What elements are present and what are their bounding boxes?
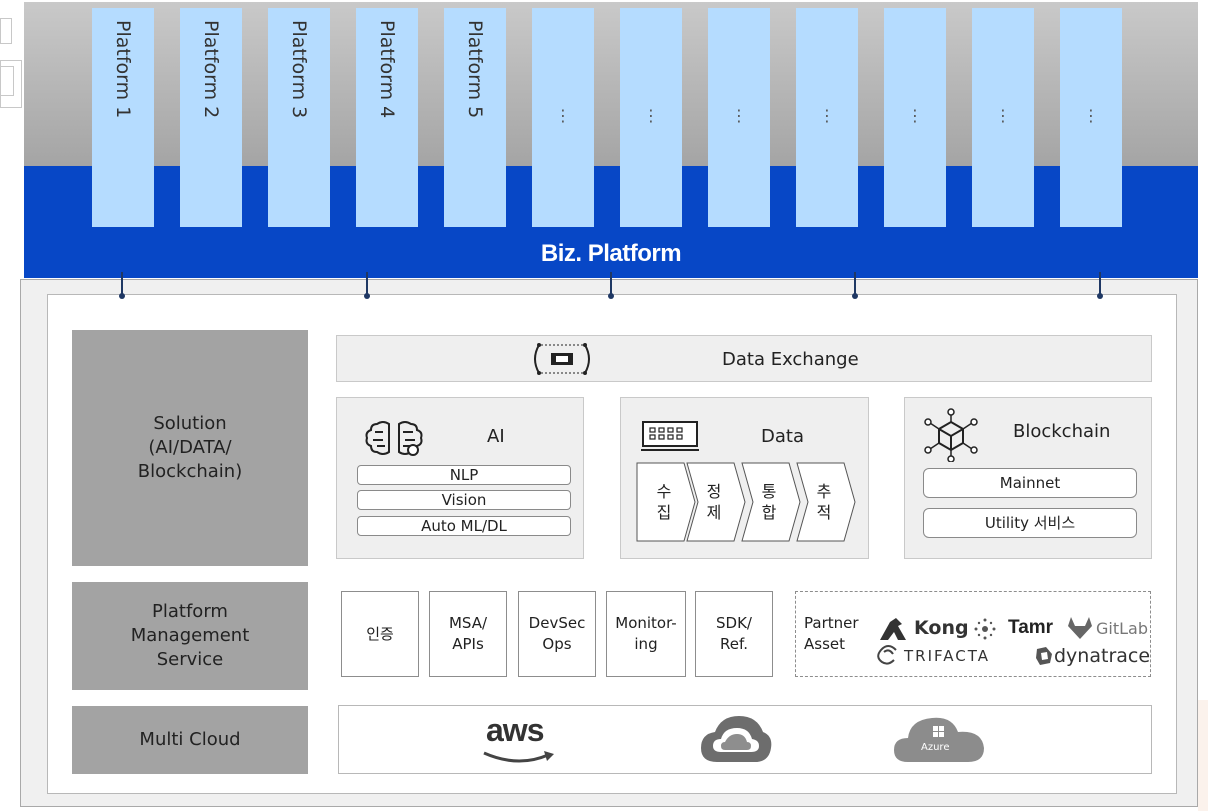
management-section-label: Platform Management Service: [72, 582, 308, 690]
multicloud-label-text: Multi Cloud: [139, 729, 241, 750]
edge-widget-bottom: [0, 66, 14, 96]
data-step-trace-label: 추 적: [816, 482, 832, 522]
data-exchange-label: Data Exchange: [722, 349, 859, 370]
connector-dot: [852, 293, 858, 299]
blockchain-item-mainnet: Mainnet: [923, 468, 1137, 498]
platform-placeholder: ⋮: [1060, 8, 1122, 227]
background-artifact: [1198, 700, 1208, 811]
multicloud-section-label: Multi Cloud: [72, 706, 308, 774]
data-exchange-bar: Data Exchange: [336, 335, 1152, 382]
platform-placeholder: ⋮: [884, 8, 946, 227]
platform-ellipsis: ⋮: [907, 106, 923, 125]
ai-item-vision: Vision: [357, 490, 571, 510]
ai-title: AI: [487, 426, 505, 447]
platform-3: Platform 3: [268, 8, 330, 227]
service-monitoring: Monitor- ing: [606, 591, 686, 677]
platform-2: Platform 2: [180, 8, 242, 227]
service-monitoring-label: Monitor- ing: [615, 614, 677, 653]
monitor-icon: [641, 421, 699, 451]
service-auth: 인증: [341, 591, 419, 677]
data-step-integrate: 통 합: [741, 462, 801, 542]
connector-line: [854, 272, 856, 296]
service-devsecops: DevSec Ops: [518, 591, 596, 677]
trifacta-logo-text: TRIFACTA: [904, 647, 990, 665]
connector-line: [121, 272, 123, 296]
azure-cloud-icon: [894, 717, 984, 762]
ai-panel: AI NLP Vision Auto ML/DL: [336, 397, 584, 559]
edge-widget-top: [0, 18, 12, 44]
data-step-trace: 추 적: [796, 462, 856, 542]
platform-ellipsis: ⋮: [1083, 106, 1099, 125]
platform-placeholder: ⋮: [972, 8, 1034, 227]
platform-2-label: Platform 2: [200, 20, 222, 119]
platform-placeholder: ⋮: [796, 8, 858, 227]
kong-logo-icon: [880, 618, 906, 640]
google-cloud-icon: [701, 716, 772, 762]
dynatrace-logo-icon: [1036, 647, 1052, 665]
service-devsecops-label: DevSec Ops: [528, 614, 586, 653]
data-step-cleanse: 정 제: [686, 462, 746, 542]
data-step-cleanse-label: 정 제: [706, 482, 722, 522]
platform-ellipsis: ⋮: [731, 106, 747, 125]
blockchain-panel: Blockchain Mainnet Utility 서비스: [904, 397, 1152, 559]
blockchain-item-utility: Utility 서비스: [923, 508, 1137, 538]
dynatrace-logo-text: dynatrace: [1054, 645, 1151, 667]
platform-1-label: Platform 1: [112, 20, 134, 119]
partner-asset-label: Partner Asset: [804, 614, 859, 653]
platform-placeholder: ⋮: [708, 8, 770, 227]
service-auth-label: 인증: [366, 624, 394, 643]
service-sdk-label: SDK/ Ref.: [716, 614, 752, 653]
platform-placeholder: ⋮: [620, 8, 682, 227]
connector-dot: [1097, 293, 1103, 299]
platform-placeholder: ⋮: [532, 8, 594, 227]
ai-item-nlp: NLP: [357, 465, 571, 485]
platform-ellipsis: ⋮: [643, 106, 659, 125]
service-sdk: SDK/ Ref.: [695, 591, 773, 677]
blockchain-cube-icon: [924, 408, 978, 462]
azure-label: Azure: [921, 742, 950, 753]
platform-5-label: Platform 5: [464, 20, 486, 119]
solution-section-label: Solution (AI/DATA/ Blockchain): [72, 330, 308, 566]
connector-line: [366, 272, 368, 296]
brain-icon: [365, 421, 423, 456]
solution-label-text: Solution (AI/DATA/ Blockchain): [137, 413, 243, 482]
sparkle-logo-icon: [974, 618, 996, 640]
service-msa-apis-label: MSA/ APIs: [448, 614, 488, 653]
connector-line: [1099, 272, 1101, 296]
ai-item-automl: Auto ML/DL: [357, 516, 571, 536]
aws-logo-text: aws: [486, 712, 544, 748]
gitlab-logo-text: GitLab: [1096, 619, 1148, 638]
platform-4: Platform 4: [356, 8, 418, 227]
data-step-collect-label: 수 집: [656, 482, 672, 522]
data-step-integrate-label: 통 합: [761, 482, 777, 522]
multicloud-row: aws Azure: [338, 705, 1152, 774]
blockchain-title: Blockchain: [1013, 421, 1111, 442]
partner-asset-box: Partner Asset Kong Tamr GitLab TRIFACTA …: [795, 591, 1151, 677]
connector-dot: [364, 293, 370, 299]
connector-dot: [119, 293, 125, 299]
kong-logo-text: Kong: [914, 617, 969, 639]
biz-platform-label: Biz. Platform: [540, 240, 682, 267]
platform-4-label: Platform 4: [376, 20, 398, 119]
platform-3-label: Platform 3: [288, 20, 310, 119]
trifacta-logo-icon: [877, 645, 897, 665]
connector-line: [610, 272, 612, 296]
data-exchange-icon: [534, 343, 590, 375]
connector-dot: [608, 293, 614, 299]
platform-ellipsis: ⋮: [819, 106, 835, 125]
aws-smile-icon: [483, 751, 554, 763]
service-msa-apis: MSA/ APIs: [429, 591, 507, 677]
platform-1: Platform 1: [92, 8, 154, 227]
platform-ellipsis: ⋮: [555, 106, 571, 125]
platform-ellipsis: ⋮: [995, 106, 1011, 125]
tamr-logo-text: Tamr: [1008, 617, 1054, 638]
gitlab-logo-icon: [1068, 617, 1092, 639]
data-title: Data: [761, 426, 804, 447]
data-step-collect: 수 집: [636, 462, 696, 542]
management-label-text: Platform Management Service: [130, 601, 250, 670]
platform-5: Platform 5: [444, 8, 506, 227]
